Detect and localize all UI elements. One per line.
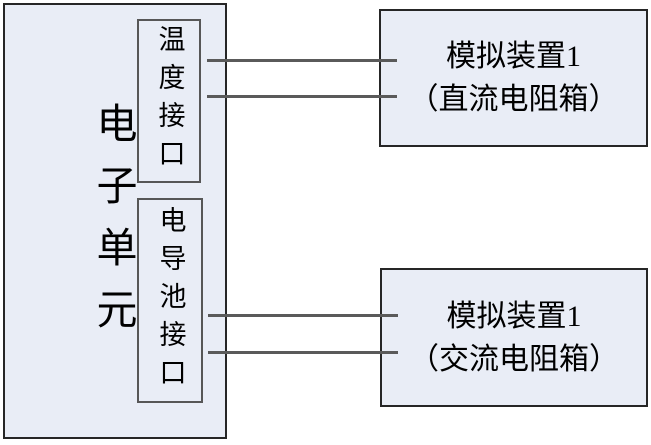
conductivity-cell-interface-box: 电导池接口 xyxy=(137,198,203,403)
connector-line-cond-1 xyxy=(208,314,398,317)
connector-line-temp-1 xyxy=(207,59,397,62)
connector-line-temp-2 xyxy=(207,95,397,98)
ac-device-title: 模拟装置1 xyxy=(446,299,582,333)
ac-device-box: 模拟装置1 （交流电阻箱） xyxy=(380,268,648,407)
temperature-interface-label: 温度接口 xyxy=(154,25,185,177)
temperature-interface-box: 温度接口 xyxy=(137,19,201,183)
dc-device-subtitle: （直流电阻箱） xyxy=(408,83,619,116)
electronic-unit-label: 电子单元 xyxy=(90,102,136,350)
conductivity-cell-interface-label: 电导池接口 xyxy=(155,205,186,396)
dc-device-box: 模拟装置1 （直流电阻箱） xyxy=(379,9,648,147)
connector-line-cond-2 xyxy=(208,351,398,354)
dc-device-title: 模拟装置1 xyxy=(446,40,581,73)
ac-device-subtitle: （交流电阻箱） xyxy=(409,342,619,376)
